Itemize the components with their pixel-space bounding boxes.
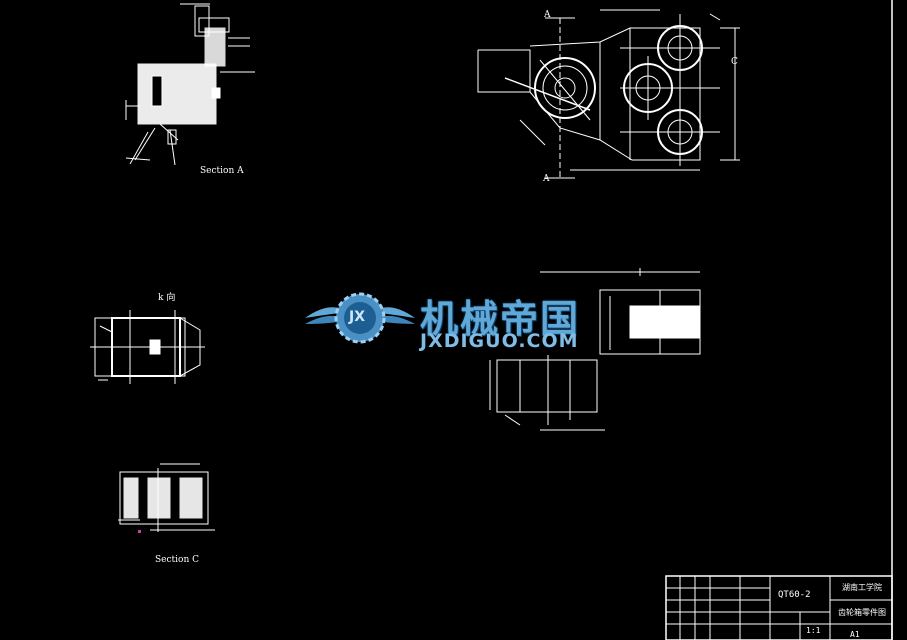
title-block-school: 湖南工学院 [842,583,882,592]
cut-a-bottom-label: A [543,174,550,184]
watermark-logo-text: JX [349,309,366,325]
watermark-name-en: JXDIGUO.COM [420,330,579,352]
middle-right-views [489,268,701,431]
view-k-label: k 向 [158,293,176,303]
title-block [665,575,893,640]
cut-a-top-label: A [544,10,551,20]
watermark-name-cn: 机械帝国 [420,297,581,341]
title-block-part-name: 齿轮箱零件图 [838,608,886,617]
cut-c-label: C [731,57,738,67]
section-a-label: Section A [200,166,244,176]
main-front-view [477,9,740,180]
view-k [90,310,205,384]
section-c-label: Section C [155,555,199,565]
section-a-view [125,3,255,166]
title-block-sheet: A1 [850,630,860,639]
title-block-drawing-no: QT60-2 [778,590,811,600]
watermark-logo-icon [305,292,415,344]
section-c-view [118,463,215,532]
title-block-scale: 1:1 [806,626,821,635]
